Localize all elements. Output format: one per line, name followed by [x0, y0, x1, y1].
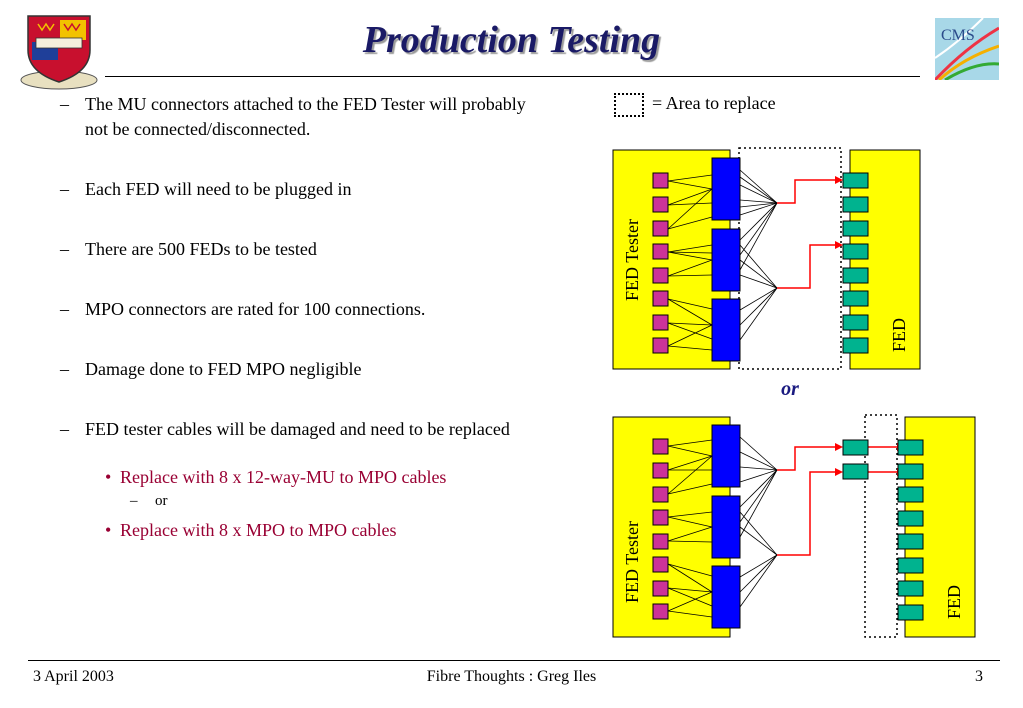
fibre-fanout — [667, 436, 778, 618]
blue-connectors — [711, 157, 741, 362]
fibre-fanout — [667, 169, 778, 351]
bullet-text: There are 500 FEDs to be tested — [85, 239, 317, 259]
bullet-text: FED tester cables will be damaged and ne… — [85, 419, 510, 439]
or-separator: or — [781, 378, 799, 400]
diagram-option-1: FED Tester FED — [605, 145, 925, 380]
option-text: Replace with 8 x MPO to MPO cables — [120, 520, 397, 540]
option-or: – or — [130, 493, 168, 509]
bullet-text: The MU connectors attached to the FED Te… — [85, 94, 526, 139]
diagram-option-2: FED Tester FED — [605, 412, 985, 647]
option-item: • Replace with 8 x MPO to MPO cables — [105, 520, 397, 540]
fed-tester-label: FED Tester — [622, 219, 642, 301]
bullet-list: – The MU connectors attached to the FED … — [60, 92, 530, 543]
option-item: • Replace with 8 x 12-way-MU to MPO cabl… — [105, 467, 447, 487]
green-connectors — [842, 439, 924, 621]
bullet-text: Damage done to FED MPO negligible — [85, 359, 362, 379]
replace-area-box — [738, 147, 842, 370]
svg-text:CMS: CMS — [941, 27, 975, 44]
bullet-item: – Damage done to FED MPO negligible — [60, 359, 362, 379]
blue-connectors — [711, 424, 741, 629]
option-text: Replace with 8 x 12-way-MU to MPO cables — [120, 467, 447, 487]
legend-dotted-box — [614, 93, 644, 117]
bullet-text: Each FED will need to be plugged in — [85, 179, 352, 199]
magenta-connectors — [652, 172, 669, 354]
red-links — [777, 179, 837, 289]
title-divider — [105, 76, 920, 77]
imperial-college-crest-logo — [18, 10, 100, 95]
green-connectors — [842, 172, 869, 354]
fed-label: FED — [889, 318, 909, 352]
magenta-connectors — [652, 438, 669, 620]
bullet-item: – MPO connectors are rated for 100 conne… — [60, 299, 426, 319]
bullet-text: MPO connectors are rated for 100 connect… — [85, 299, 426, 319]
bullet-item: – There are 500 FEDs to be tested — [60, 239, 317, 259]
replace-area-box — [864, 414, 898, 638]
footer-divider — [28, 660, 1000, 661]
red-links — [777, 446, 898, 556]
cms-logo: CMS — [933, 17, 1000, 82]
bullet-item: – FED tester cables will be damaged and … — [60, 419, 510, 439]
bullet-item: – The MU connectors attached to the FED … — [60, 94, 526, 139]
bullet-item: – Each FED will need to be plugged in — [60, 179, 352, 199]
footer-page-number: 3 — [975, 668, 983, 685]
fed-label: FED — [944, 585, 964, 619]
footer-center: Fibre Thoughts : Greg Iles — [426, 668, 597, 685]
fed-tester-label: FED Tester — [622, 521, 642, 603]
slide-title: Production Testing — [362, 19, 661, 61]
footer-date: 3 April 2003 — [33, 668, 114, 685]
legend-label: = Area to replace — [652, 93, 776, 113]
